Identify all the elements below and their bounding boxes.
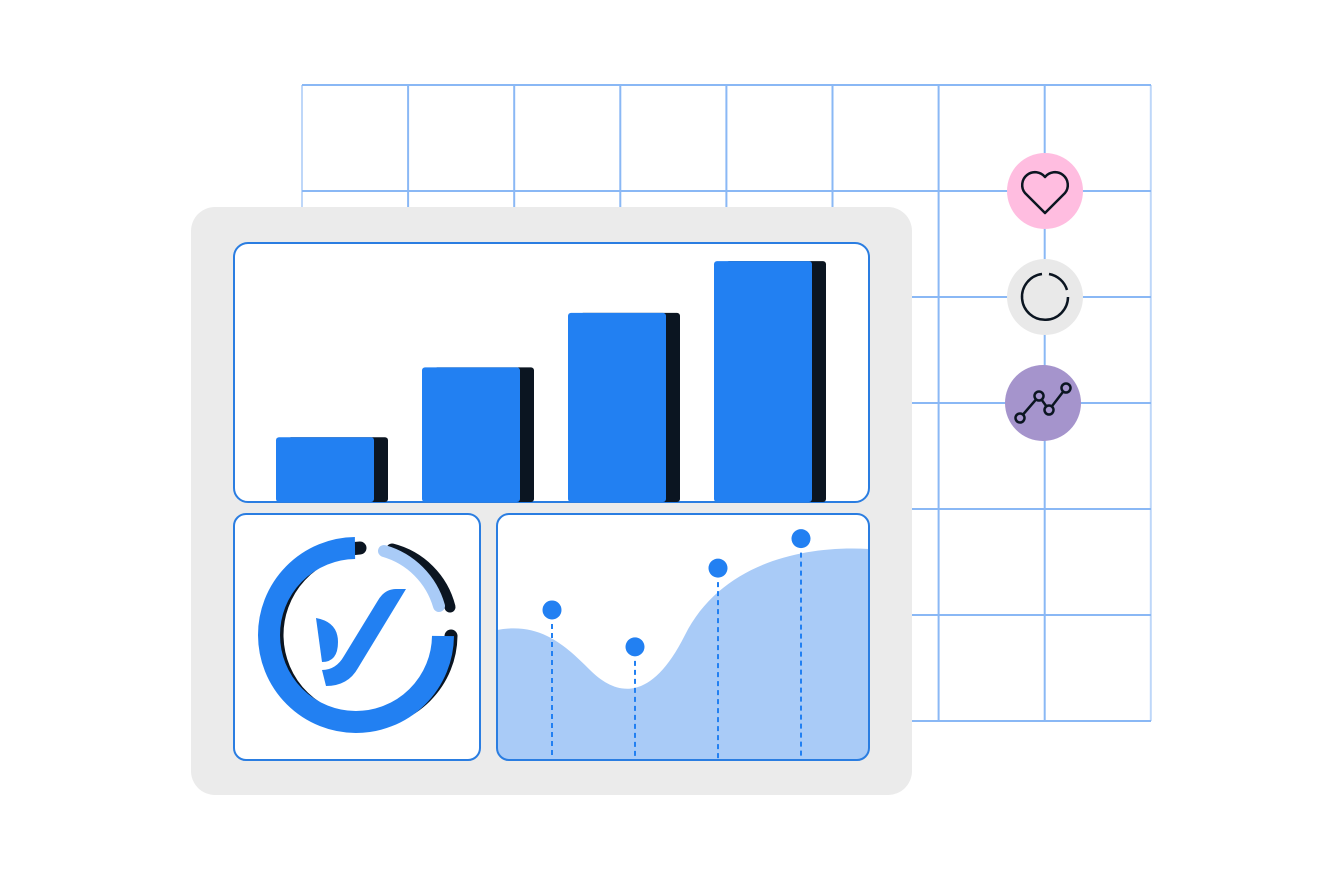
badge-heart <box>1007 153 1083 229</box>
checkmark-icon <box>316 589 406 686</box>
bar <box>568 312 666 502</box>
data-point <box>542 600 562 620</box>
badge-trend <box>1005 365 1081 441</box>
gauge-progress-light <box>378 545 445 612</box>
trend-line-icon <box>1014 382 1072 424</box>
gauge-card <box>233 513 481 761</box>
bar <box>422 367 520 502</box>
bar <box>276 437 374 502</box>
bar <box>714 261 812 502</box>
heart-icon <box>1020 170 1070 215</box>
badge-loading <box>1007 259 1083 335</box>
area-fill <box>497 548 869 760</box>
data-point <box>625 637 645 657</box>
bar-chart-card <box>233 242 870 503</box>
data-point <box>791 529 811 549</box>
line-chart-card <box>496 513 870 761</box>
loading-circle-icon <box>1020 272 1070 322</box>
data-point <box>708 558 728 578</box>
